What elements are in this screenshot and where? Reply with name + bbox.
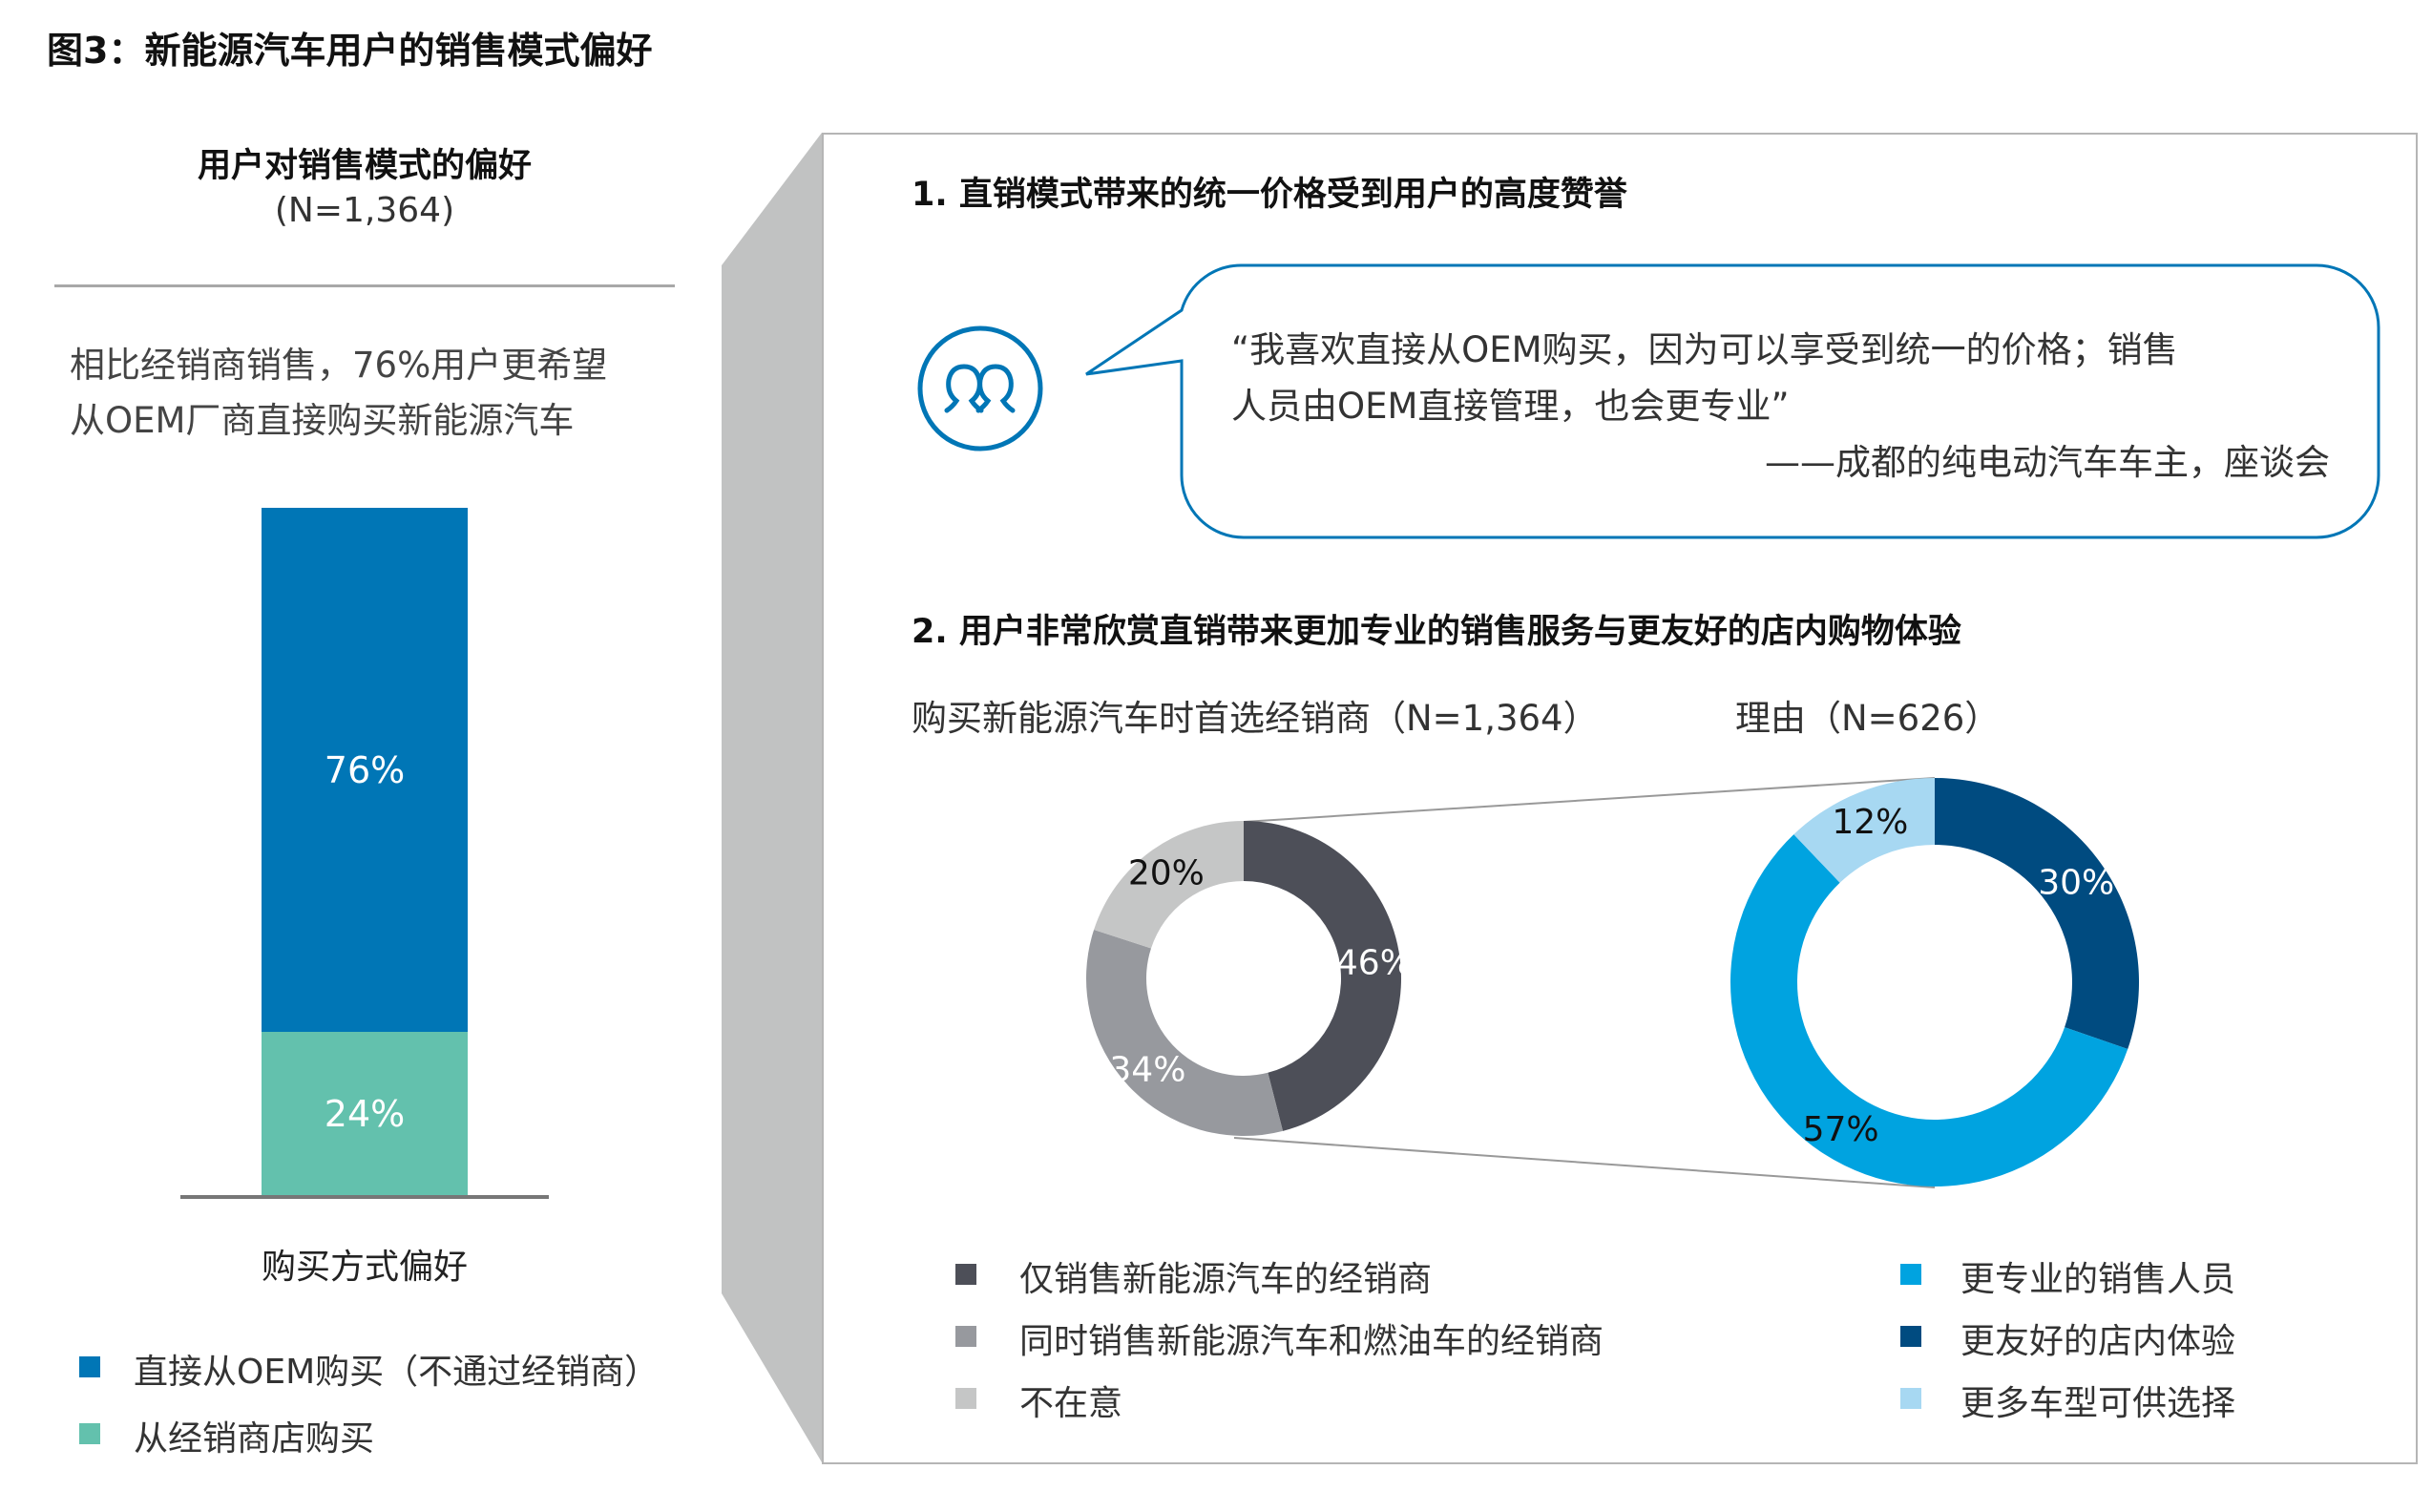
legend-item: 更专业的销售人员 bbox=[1960, 1260, 2236, 1299]
donut-slice bbox=[1730, 834, 2128, 1186]
quote-attribution: ——成都的纯电动汽车车主，座谈会 bbox=[1765, 442, 2330, 483]
bar-x-label: 购买方式偏好 bbox=[261, 1248, 468, 1287]
legend-item: 不在意 bbox=[1019, 1384, 1123, 1423]
speech-bubble bbox=[1085, 263, 2380, 539]
legend-swatch-oem bbox=[79, 1356, 100, 1377]
detail-panel bbox=[822, 133, 2418, 1464]
donut-label: 34% bbox=[1109, 1050, 1185, 1089]
connector-line-bottom bbox=[1233, 1137, 1936, 1188]
legend-item: 同时销售新能源汽车和燃油车的经销商 bbox=[1019, 1322, 1604, 1361]
subtitle-reasons: 理由（N=626） bbox=[1735, 698, 2001, 739]
legend-item: 仅销售新能源汽车的经销商 bbox=[1019, 1260, 1433, 1299]
donut-label: 12% bbox=[1832, 803, 1908, 842]
legend-item: 更多车型可供选择 bbox=[1960, 1384, 2236, 1423]
divider bbox=[54, 284, 675, 287]
heading-2: 2. 用户非常欣赏直销带来更加专业的销售服务与更友好的店内购物体验 bbox=[912, 613, 1961, 651]
heading-1: 1. 直销模式带来的统一价格受到用户的高度赞誉 bbox=[912, 176, 1627, 214]
donut-slice bbox=[1094, 821, 1244, 949]
donut-slice bbox=[1793, 778, 1935, 883]
description-line-2: 从OEM厂商直接购买新能源汽车 bbox=[70, 400, 575, 441]
legend-swatch bbox=[955, 1388, 976, 1409]
figure-title: 图3：新能源汽车用户的销售模式偏好 bbox=[47, 30, 653, 72]
legend-swatch bbox=[955, 1264, 976, 1285]
legend-swatch-dealer bbox=[79, 1423, 100, 1444]
people-icon bbox=[917, 326, 1043, 452]
quote-line-2: 人员由OEM直接管理，也会更专业” bbox=[1231, 386, 1790, 427]
donut-label: 57% bbox=[1803, 1110, 1879, 1149]
bar-label-oem: 76% bbox=[324, 748, 406, 791]
donut-label: 20% bbox=[1128, 853, 1205, 892]
bar-dealer: 24% bbox=[262, 1032, 468, 1196]
bar-baseline bbox=[180, 1195, 549, 1199]
legend-oem: 直接从OEM购买（不通过经销商） bbox=[134, 1353, 660, 1392]
left-sample-size: (N=1,364) bbox=[274, 191, 455, 230]
left-heading: 用户对销售模式的偏好 bbox=[197, 147, 532, 185]
bar-label-dealer: 24% bbox=[324, 1093, 406, 1135]
legend-swatch bbox=[1900, 1388, 1921, 1409]
quote-line-1: “我喜欢直接从OEM购买，因为可以享受到统一的价格；销售 bbox=[1231, 329, 2178, 370]
connector-line-top bbox=[1243, 777, 1936, 823]
description-line-1: 相比经销商销售，76%用户更希望 bbox=[70, 345, 608, 386]
legend-dealer: 从经销商店购买 bbox=[134, 1419, 375, 1459]
legend-swatch bbox=[955, 1326, 976, 1347]
subtitle-dealer-preference: 购买新能源汽车时首选经销商（N=1,364） bbox=[912, 698, 1599, 739]
donut-label: 46% bbox=[1336, 944, 1413, 983]
legend-swatch bbox=[1900, 1264, 1921, 1285]
donut-slice bbox=[1086, 930, 1284, 1136]
donut-slice bbox=[1244, 821, 1401, 1131]
zoom-connector-shape bbox=[722, 133, 822, 1462]
legend-item: 更友好的店内体验 bbox=[1960, 1322, 2236, 1361]
donut-label: 30% bbox=[2038, 863, 2114, 902]
donut-slice bbox=[1935, 778, 2140, 1049]
legend-swatch bbox=[1900, 1326, 1921, 1347]
bar-oem-direct: 76% bbox=[262, 508, 468, 1032]
